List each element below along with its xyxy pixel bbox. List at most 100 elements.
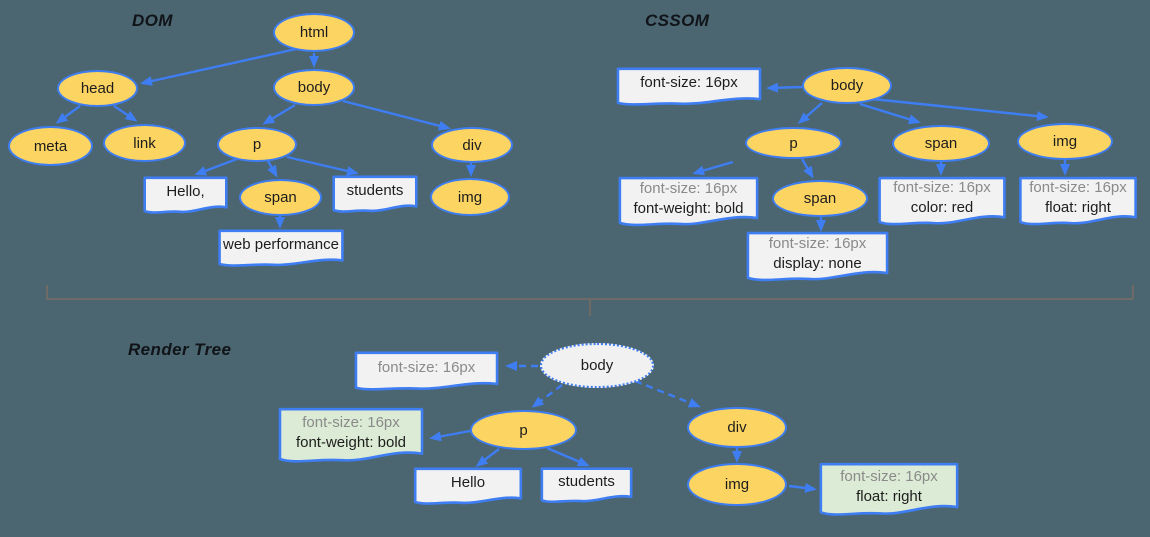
dom-textnode-students-text: students — [346, 181, 404, 199]
render-note-p-text: font-size: 16px — [302, 413, 400, 431]
note-document-shape — [745, 232, 890, 286]
cssom-node-body-label: body — [830, 77, 864, 94]
edge-dom-body-to-dom-p — [262, 103, 296, 125]
dom-node-head: head — [57, 70, 138, 107]
cssom-note-body-text: font-size: 16px — [640, 74, 738, 91]
edge-render-body-to-render-p — [531, 384, 563, 408]
edge-dom-p-to-dom-span — [266, 160, 278, 178]
cssom-note-span-text: color: red — [910, 199, 974, 216]
dom-node-meta: meta — [8, 126, 93, 166]
dom-textnode-web-performance-text: web performance — [223, 235, 339, 253]
edge-render-p-to-render-hello — [475, 448, 500, 467]
dom-node-body: body — [273, 69, 355, 106]
dom-node-link: link — [103, 124, 186, 162]
render-note-p-text: font-weight: bold — [295, 433, 407, 451]
cssom-note-span-text: font-size: 16px — [893, 179, 991, 196]
cssom-section-title: CSSOM — [645, 11, 710, 30]
dom-node-span: span — [239, 179, 322, 216]
edge-dom-head-to-dom-link — [113, 105, 138, 122]
note-document-shape — [818, 463, 960, 521]
edge-dom-body-to-dom-div — [342, 99, 451, 131]
cssom-note-img: font-size: 16px float: right — [1018, 177, 1138, 230]
cssom-note-body: font-size: 16px — [615, 68, 763, 109]
render-node-div: div — [687, 407, 787, 448]
render-node-body: body — [540, 343, 654, 388]
dom-section-title: DOM — [132, 11, 173, 30]
render-node-body-label: body — [580, 357, 614, 374]
render-textnode-students-text: students — [558, 472, 615, 490]
cssom-note-p: font-size: 16px font-weight: bold — [617, 177, 760, 231]
cssom-node-body: body — [802, 67, 892, 104]
dom-textnode-web-performance: web performance — [217, 230, 345, 270]
dom-textnode-students: students — [332, 176, 418, 216]
cssom-node-p-label: p — [789, 134, 798, 152]
dom-node-head-label: head — [80, 80, 115, 97]
dom-textnode-hello-text: Hello, — [166, 182, 205, 200]
render-node-p: p — [470, 410, 577, 450]
cssom-node-p-span-label: span — [803, 190, 837, 207]
dom-node-div: div — [431, 127, 513, 163]
render-note-body-text: font-size: 16px — [377, 358, 476, 376]
note-document-shape — [143, 177, 228, 217]
dom-node-body-label: body — [297, 79, 331, 96]
render-node-img-label: img — [724, 476, 750, 493]
dom-node-html-label: html — [299, 24, 329, 41]
note-document-shape — [617, 177, 760, 231]
render-textnode-hello: Hello — [413, 468, 523, 508]
dom-node-link-label: link — [133, 134, 156, 152]
cssom-node-img: img — [1017, 123, 1113, 160]
edge-cssom-p-to-cssom-note-p — [692, 160, 734, 176]
render-note-img-text: float: right — [856, 487, 922, 505]
edge-dom-head-to-dom-meta — [55, 105, 81, 124]
note-document-shape — [877, 177, 1007, 230]
cssom-note-p-span-text: display: none — [773, 254, 862, 272]
cssom-note-p-span-text: font-size: 16px — [768, 234, 867, 252]
edge-render-p-to-render-note-p — [429, 429, 471, 442]
render-note-p: font-size: 16px font-weight: bold — [277, 408, 425, 468]
edge-render-body-to-render-div — [634, 379, 701, 408]
cssom-note-img-text: float: right — [1045, 199, 1111, 216]
cssom-note-img-text: font-size: 16px — [1029, 179, 1127, 196]
note-document-shape — [413, 468, 523, 508]
note-document-shape — [332, 176, 418, 216]
edge-dom-p-to-dom-students — [286, 155, 359, 176]
cssom-note-p-text: font-size: 16px — [639, 179, 738, 197]
render-tree-section-title: Render Tree — [128, 340, 232, 359]
dom-node-meta-label: meta — [33, 137, 68, 155]
edge-cssom-body-to-cssom-p — [797, 102, 823, 124]
edge-cssom-body-to-cssom-img — [871, 97, 1049, 122]
edge-cssom-p-to-cssom-p-span — [800, 158, 814, 179]
note-document-shape — [217, 230, 345, 270]
render-textnode-students: students — [540, 468, 633, 506]
render-node-p-label: p — [519, 421, 528, 439]
dom-node-div-label: div — [462, 136, 482, 154]
edge-dom-html-to-dom-head — [140, 47, 297, 86]
render-node-img: img — [687, 463, 787, 506]
edge-dom-p-to-dom-hello — [194, 157, 238, 176]
dom-node-p: p — [217, 127, 297, 162]
note-document-shape — [1018, 177, 1138, 230]
edge-cssom-body-to-cssom-note-body — [766, 82, 803, 93]
edge-render-p-to-render-students — [546, 446, 590, 467]
cssom-node-p-span: span — [772, 180, 868, 217]
edge-render-img-to-render-note-img — [788, 482, 817, 493]
dom-node-html: html — [273, 13, 355, 52]
cssom-note-p-text: font-weight: bold — [633, 199, 744, 217]
cssom-note-span: font-size: 16px color: red — [877, 177, 1007, 230]
render-node-div-label: div — [727, 419, 747, 436]
dom-textnode-hello: Hello, — [143, 177, 228, 217]
note-document-shape — [277, 408, 425, 468]
edge-cssom-body-to-cssom-span — [859, 102, 921, 125]
cssom-node-span: span — [892, 125, 990, 162]
render-textnode-hello-text: Hello — [450, 473, 486, 491]
cssom-node-img-label: img — [1052, 133, 1078, 150]
render-note-body: font-size: 16px — [353, 352, 500, 394]
dom-node-p-label: p — [252, 136, 262, 153]
cssom-note-p-span: font-size: 16px display: none — [745, 232, 890, 286]
render-note-img-text: font-size: 16px — [840, 467, 938, 485]
note-document-shape — [353, 352, 500, 394]
cssom-node-p: p — [745, 127, 842, 159]
dom-node-span-label: span — [264, 189, 297, 206]
